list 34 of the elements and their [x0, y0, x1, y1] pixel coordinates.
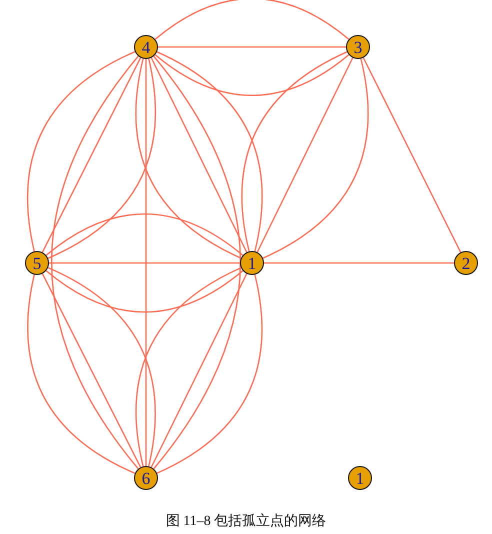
graph-vertex: 2 — [454, 251, 478, 275]
edge-line — [46, 213, 244, 256]
edge-line — [256, 57, 354, 253]
edge-line — [158, 46, 346, 48]
figure-caption: 图 11–8 包括孤立点的网络 — [164, 512, 328, 530]
edge-line — [42, 273, 142, 468]
edge-line — [242, 51, 348, 252]
edge-line — [150, 57, 248, 253]
edge-line — [48, 58, 156, 259]
edge-line — [27, 274, 136, 474]
edge-line — [42, 57, 142, 253]
graph-vertex: 1 — [348, 466, 372, 490]
edge-line — [153, 56, 241, 470]
edge-line — [51, 56, 139, 470]
edge-line — [27, 51, 136, 252]
edge-line — [362, 57, 462, 253]
edge-line — [46, 270, 244, 313]
edge-line — [48, 267, 156, 466]
edge-line — [154, 0, 350, 40]
graph-vertex: 5 — [25, 251, 49, 275]
edge-line — [145, 59, 147, 466]
edge-line — [262, 58, 368, 259]
edge-line — [154, 54, 350, 96]
graph-vertex: 1 — [240, 251, 264, 275]
edge-line — [264, 262, 454, 264]
edge-line — [150, 273, 248, 468]
edge-line — [136, 58, 242, 259]
edge-line — [136, 267, 242, 466]
graph-vertex: 6 — [134, 466, 158, 490]
graph-vertex: 4 — [134, 35, 158, 59]
edge-line — [49, 262, 240, 264]
edge-line — [156, 274, 262, 474]
edge-line — [156, 51, 262, 252]
graph-vertex: 3 — [346, 35, 370, 59]
